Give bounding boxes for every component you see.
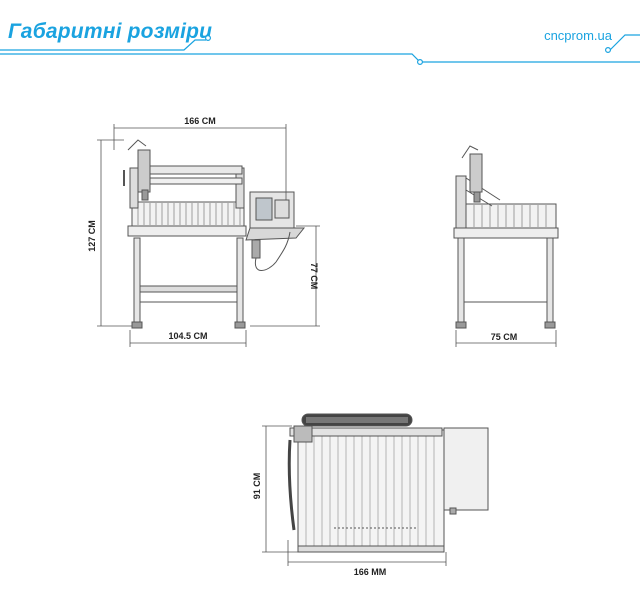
front-dimension-lines [97,124,320,347]
page-title: Габаритні розміри [8,20,213,43]
dim-top-length: 166 MM [354,567,387,577]
dim-top-depth: 91 CM [252,473,262,500]
dim-overall-width: 166 CM [184,116,216,126]
header-decor-line [0,34,640,65]
dim-table-width: 104.5 CM [168,331,207,341]
dim-side-depth: 75 CM [491,332,518,342]
top-view-machine [287,413,489,553]
dim-table-height: 77 CM [309,263,319,290]
top-dimension-lines [262,425,447,566]
site-link[interactable]: cncprom.ua [544,28,612,43]
side-dimension-lines [455,330,557,347]
dim-overall-height: 127 CM [87,220,97,252]
side-view-machine [453,145,559,329]
front-view-machine [123,139,306,329]
